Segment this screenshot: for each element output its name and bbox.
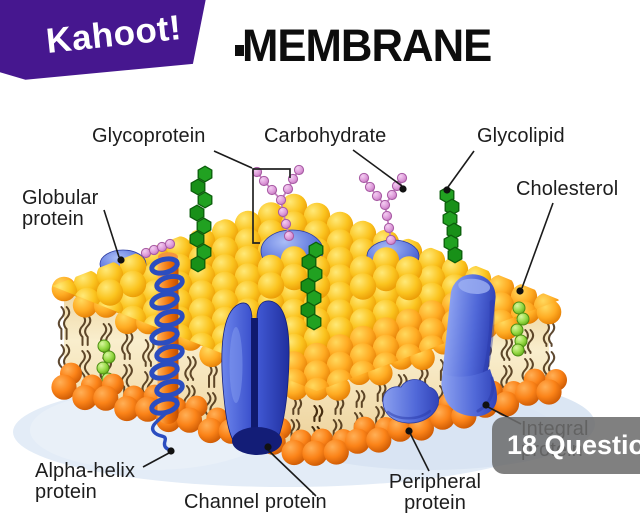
label-cholesterol: Cholesterol	[516, 178, 619, 200]
label-glycolipid: Glycolipid	[477, 125, 565, 147]
label-peripheral-protein: Peripheral protein	[388, 471, 482, 514]
hidden-letter-fragment	[235, 45, 244, 56]
question-count-text: 18 Questions	[507, 430, 640, 460]
label-glycoprotein: Glycoprotein	[92, 125, 206, 147]
label-carbohydrate: Carbohydrate	[264, 125, 387, 147]
label-globular-protein: Globular protein	[22, 187, 99, 230]
channel-protein-shape	[221, 300, 290, 455]
alpha-helix-shape	[149, 252, 185, 452]
glycolipid-chains	[189, 165, 463, 331]
callout-lines	[103, 149, 554, 497]
peripheral-protein-shape	[382, 379, 439, 424]
label-channel-protein: Channel protein	[184, 491, 327, 513]
quiz-title: MEMBRANE	[242, 20, 492, 71]
integral-protein-shape	[441, 274, 497, 417]
label-alpha-helix-protein: Alpha-helix protein	[35, 460, 136, 503]
kahoot-logo-text: Kahoot!	[44, 8, 184, 61]
question-count-badge: 18 Questions	[492, 417, 640, 474]
spheres-in-front-of-domes	[96, 246, 423, 306]
